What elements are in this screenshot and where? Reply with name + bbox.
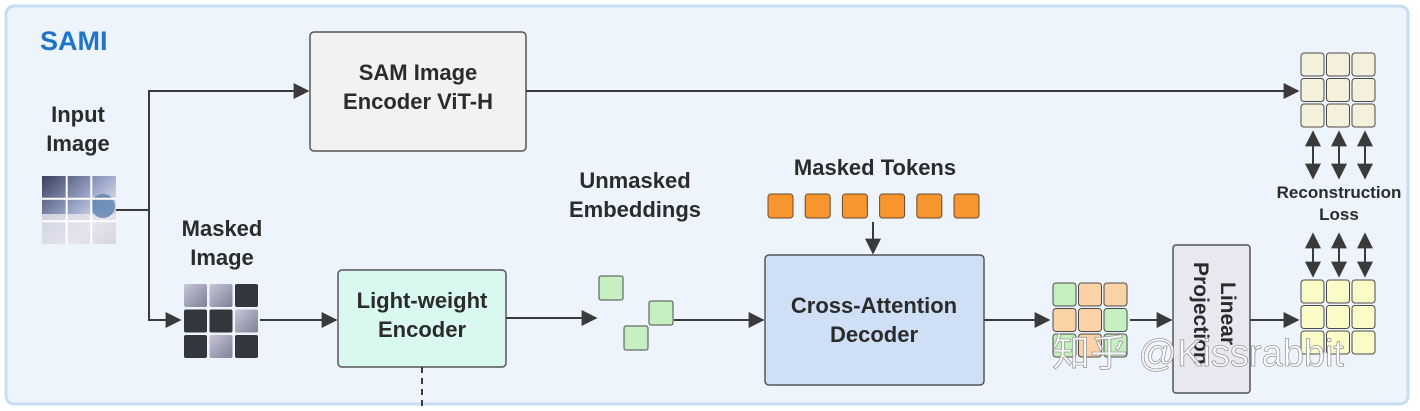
masked-token-square — [767, 193, 794, 219]
unmasked-embedding-square — [623, 325, 649, 351]
sam-encoder-label-line1: SAM Image — [359, 60, 478, 85]
lw-encoder-label-line1: Light-weight — [357, 288, 488, 313]
target-feature-grid — [1300, 52, 1376, 128]
loss-arrows-top — [1305, 130, 1373, 180]
masked-image-patch — [209, 284, 233, 307]
unmasked-embeddings-label-line2: Embeddings — [569, 197, 701, 222]
unmasked-embedding-square — [598, 275, 624, 301]
target-feature-cell — [1326, 103, 1350, 128]
masked-image-patch — [235, 284, 258, 307]
watermark-text: 知乎 @Kissrabbit — [1052, 333, 1344, 375]
masked-image-patch — [209, 309, 233, 333]
target-feature-cell — [1300, 78, 1325, 102]
decoder-label-line1: Cross-Attention — [791, 293, 957, 318]
input-to-masked-arrow — [148, 210, 182, 328]
target-feature-cell — [1300, 103, 1325, 128]
masked-token-square — [841, 193, 868, 219]
predicted-feature-cell — [1300, 330, 1325, 355]
unmasked-embedding-squares — [598, 275, 674, 351]
target-feature-cell — [1300, 52, 1325, 77]
predicted-feature-cell — [1300, 279, 1325, 304]
decoded-token-cell — [1103, 308, 1128, 332]
input-image-label-line1: Input — [51, 102, 105, 127]
target-feature-cell — [1351, 52, 1376, 77]
unmasked-embedding-square — [648, 300, 674, 326]
masked-token-square — [953, 193, 980, 219]
target-feature-cell — [1326, 52, 1350, 77]
masked-token-square — [804, 193, 831, 219]
decoded-token-cell — [1078, 308, 1102, 332]
masked-image-patch — [209, 335, 233, 358]
linear-projection-box — [1172, 244, 1251, 394]
reconstruction-loss-label-line2: Loss — [1319, 205, 1359, 224]
masked-image-label-line1: Masked — [182, 216, 263, 241]
lw-encoder-label-line2: Encoder — [378, 317, 466, 342]
loss-arrows-bottom — [1305, 232, 1373, 278]
predicted-feature-cell — [1326, 330, 1350, 355]
masked-image-patch — [184, 335, 207, 358]
unmasked-embeddings-label-line1: Unmasked — [579, 168, 690, 193]
masked-tokens-label: Masked Tokens — [794, 155, 956, 180]
reconstruction-loss-label-line1: Reconstruction — [1277, 183, 1402, 202]
masked-token-square — [879, 193, 906, 219]
input-image-label-line2: Image — [46, 131, 110, 156]
masked-image-grid — [184, 284, 258, 358]
masked-image-patch — [235, 309, 258, 333]
predicted-feature-cell — [1351, 330, 1376, 355]
projection-label-line1: Linear — [1216, 282, 1239, 345]
projection-label-line2: Projection — [1189, 262, 1212, 365]
predicted-feature-cell — [1351, 305, 1376, 329]
cross-attention-decoder-box — [764, 254, 985, 386]
input-to-sam-arrow — [116, 83, 310, 211]
masked-token-square — [916, 193, 943, 219]
decoded-token-cell — [1078, 333, 1102, 358]
decoded-token-cell — [1052, 282, 1077, 307]
masked-image-label-line2: Image — [190, 245, 254, 270]
decoded-token-cell — [1052, 308, 1077, 332]
masked-image-patch — [184, 284, 207, 307]
predicted-feature-grid — [1300, 279, 1376, 355]
predicted-feature-cell — [1326, 305, 1350, 329]
decoded-token-cell — [1052, 333, 1077, 358]
masked-image-patch — [184, 309, 207, 333]
decoded-token-cell — [1103, 333, 1128, 358]
decoder-label-line2: Decoder — [830, 322, 918, 347]
sam-encoder-label-line2: Encoder ViT-H — [343, 89, 493, 114]
input-image-thumbnail — [42, 176, 116, 244]
target-feature-cell — [1326, 78, 1350, 102]
predicted-feature-cell — [1326, 279, 1350, 304]
target-feature-cell — [1351, 78, 1376, 102]
masked-tokens-row — [767, 193, 980, 219]
predicted-feature-cell — [1300, 305, 1325, 329]
decoded-tokens-grid — [1052, 282, 1128, 358]
predicted-feature-cell — [1351, 279, 1376, 304]
decoded-token-cell — [1103, 282, 1128, 307]
decoded-token-cell — [1078, 282, 1102, 307]
diagram-title: SAMI — [40, 26, 108, 56]
masked-image-patch — [235, 335, 258, 358]
target-feature-cell — [1351, 103, 1376, 128]
